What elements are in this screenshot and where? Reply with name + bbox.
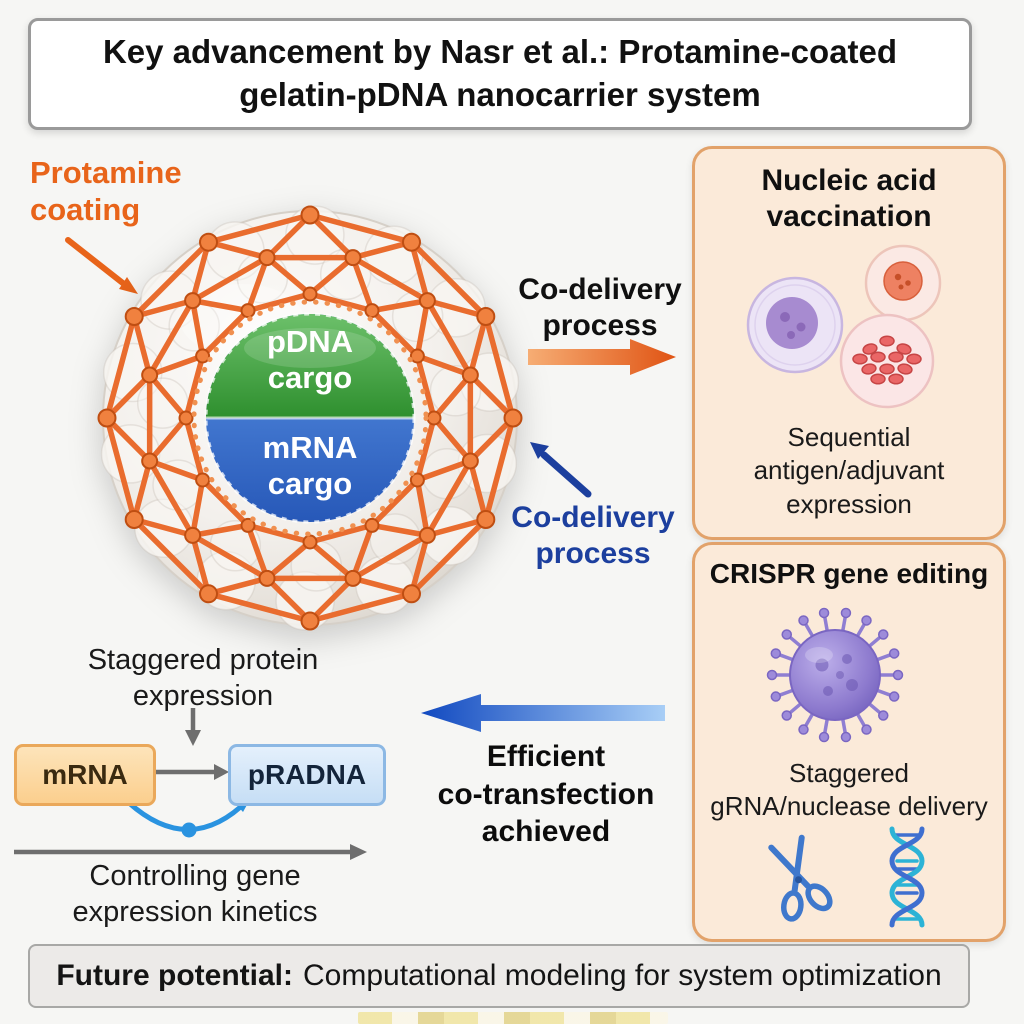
pdna-label-line2: cargo <box>268 360 352 395</box>
dna-helix-icon <box>889 826 925 928</box>
flow-caption: Controlling gene expression kinetics <box>72 860 318 929</box>
immune-cell-icon <box>746 276 844 374</box>
timeline-arrow-icon <box>14 844 367 860</box>
transfection-label: Efficient co-transfection achieved <box>437 740 655 848</box>
bottom-edge-artifact <box>358 1012 668 1024</box>
mrna-label-line2: cargo <box>268 466 352 501</box>
footer-lead: Future potential: <box>56 959 293 992</box>
core-gloss <box>244 328 376 368</box>
antigen-cell-icon <box>864 244 942 322</box>
header-title: Key advancement by Nasr et al.: Protamin… <box>102 33 898 113</box>
vaccination-caption: Sequential antigen/adjuvant expression <box>753 422 945 519</box>
scissors-icon <box>768 834 833 922</box>
cell-cluster-icon <box>839 313 935 409</box>
cotransfection-arrow-icon <box>421 694 665 732</box>
protamine-coating-label: Protamine coating <box>30 155 182 228</box>
codelivery-right-arrow-icon <box>528 339 676 375</box>
core-bead-ring <box>191 299 429 537</box>
virus-spikes <box>766 607 904 743</box>
cells-illustration <box>746 244 942 409</box>
crispr-panel: CRISPR gene editing Staggered gRNA/nu <box>692 542 1006 942</box>
vaccination-panel: Nucleic acid vaccination <box>692 146 1006 540</box>
virus-illustration <box>766 607 904 743</box>
pradna-box: pRADNA <box>228 744 386 806</box>
flow-down-arrow-icon <box>185 708 201 746</box>
flow-title: Staggered protein expression <box>87 644 319 713</box>
flow-right-arrow-icon <box>154 764 229 780</box>
pdna-core <box>206 314 414 418</box>
codelivery-bottom-arrow-icon <box>530 442 592 498</box>
protamine-mesh <box>97 205 523 631</box>
protamine-arrow-icon <box>65 237 138 294</box>
codelivery-top-label: Co-delivery process <box>518 273 682 342</box>
mrna-box: mRNA <box>14 744 156 806</box>
footer-banner: Future potential: Computational modeling… <box>28 944 970 1008</box>
virus-icon <box>789 629 881 721</box>
footer-text: Computational modeling for system optimi… <box>303 959 942 992</box>
vaccination-title: Nucleic acid vaccination <box>761 164 937 233</box>
header-banner: Key advancement by Nasr et al.: Protamin… <box>28 18 972 130</box>
pdna-label: pDNA <box>267 324 353 359</box>
crispr-caption: Staggered gRNA/nuclease delivery <box>710 758 988 822</box>
codelivery-bottom-label: Co-delivery process <box>511 501 675 570</box>
mrna-label: mRNA <box>263 430 358 465</box>
nanoparticle-illustration: pDNA cargo mRNA cargo <box>97 205 523 631</box>
crispr-title: CRISPR gene editing <box>709 558 989 589</box>
core-dotted-edge <box>204 312 416 524</box>
crispr-icons <box>768 826 925 928</box>
